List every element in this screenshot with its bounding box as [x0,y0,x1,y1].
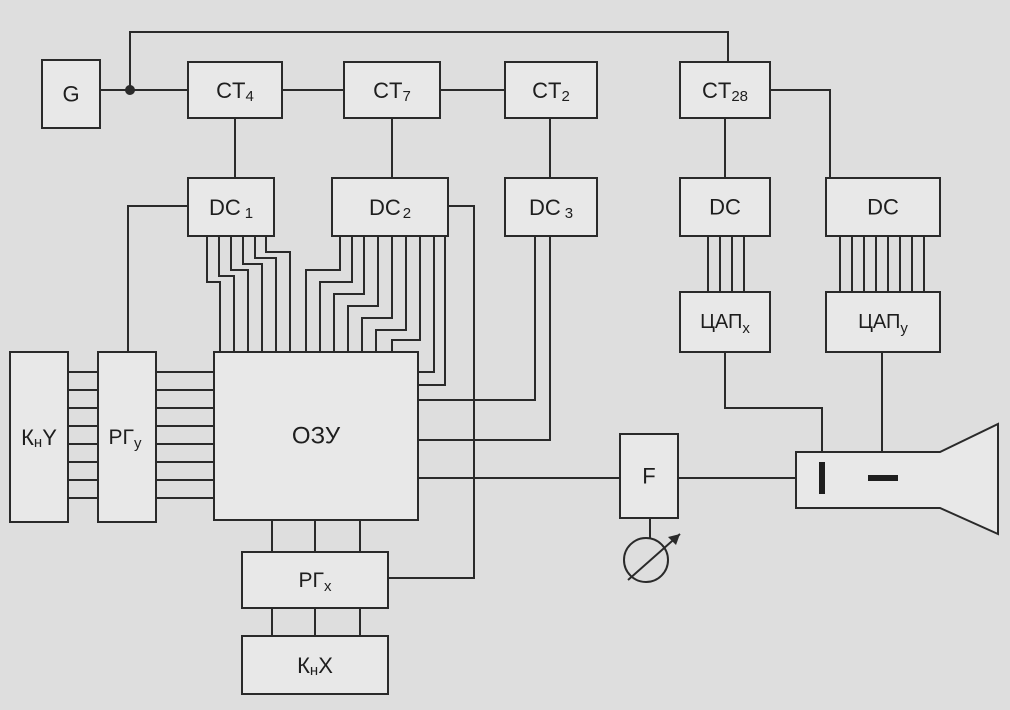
kny-tail: Y [42,425,57,450]
ct2-label: CT [532,78,561,103]
dacy-label: ЦАП [858,311,900,333]
svg-text:CT2: CT2 [532,78,570,105]
wire-dc2-rgx [388,205,475,579]
rgx-label: РГ [299,569,324,592]
decoder-dcx-block: DC [679,177,771,237]
kny-subscript: н [34,434,42,451]
shaper-f-block: F [619,433,679,519]
svg-text:КнX: КнX [297,653,333,679]
dacx-label: ЦАП [700,311,742,333]
dcy-bus [839,236,925,292]
dac-x-block: ЦАПx [679,291,771,353]
svg-text:ЦАПx: ЦАПx [700,311,750,337]
dcx-label: DC [709,195,741,220]
svg-text:DC3: DC3 [529,195,573,222]
dc1-subscript: 1 [245,205,253,222]
ct28-subscript: 28 [731,88,748,105]
dc3-subscript: 3 [565,205,573,222]
dcy-label: DC [867,195,899,220]
f-label: F [642,464,655,489]
kny-label: К [21,425,34,450]
wire-dc1-rgy [127,205,188,352]
svg-text:CT28: CT28 [702,78,748,105]
wire-dc2-ram-b [418,236,446,386]
counter-ct28-block: CT28 [679,61,771,119]
rgy-bus [156,371,214,499]
dc2-label: DC [369,195,401,220]
svg-text:CT4: CT4 [216,78,254,105]
wire-ct28-dcy [770,89,831,178]
dacy-subscript: y [900,320,908,337]
counter-ct7-block: CT7 [343,61,441,119]
keyboard-x-block: КнX [241,635,389,695]
ct4-label: CT [216,78,245,103]
svg-text:РГx: РГx [299,569,332,595]
ct28-label: CT [702,78,731,103]
wire-dc3-ram-b [418,236,551,441]
ram-label: ОЗУ [292,423,341,450]
knx-label: К [297,653,310,678]
dc1-bus [206,236,291,352]
kny-bus [68,371,98,499]
wire-dc2-ram-a [418,236,435,373]
dc2-subscript: 2 [403,205,411,222]
dacx-subscript: x [742,320,750,337]
ram-block: ОЗУ [213,351,419,521]
generator-label: G [62,82,79,107]
knx-tail: X [318,653,333,678]
ram-rgx-bus [271,520,361,552]
dc2-bus [305,236,421,352]
ct7-label: CT [373,78,402,103]
adjust-knob-icon [623,533,681,583]
keyboard-y-block: КнY [9,351,69,523]
svg-text:РГy: РГy [109,426,142,452]
rgy-subscript: y [134,435,142,452]
svg-text:КнY: КнY [21,425,57,451]
generator-block: G [41,59,101,129]
rgx-subscript: x [324,578,332,595]
register-y-block: РГy [97,351,157,523]
crt-tube-icon [795,422,999,536]
counter-ct4-block: CT4 [187,61,283,119]
svg-text:DC1: DC1 [209,195,253,222]
rgx-knx-bus [271,608,361,636]
knx-subscript: н [310,662,318,679]
dc1-label: DC [209,195,241,220]
dcx-bus [707,236,745,292]
register-x-block: РГx [241,551,389,609]
wire-dacx-crt [724,352,823,452]
ct7-subscript: 7 [402,88,410,105]
decoder-dcy-block: DC [825,177,941,237]
top-bus-wire [129,31,729,90]
wires [68,31,925,636]
svg-text:DC2: DC2 [369,195,411,222]
dac-y-block: ЦАПy [825,291,941,353]
dc3-label: DC [529,195,561,220]
ct2-subscript: 2 [561,88,569,105]
svg-text:CT7: CT7 [373,78,411,105]
counter-ct2-block: CT2 [504,61,598,119]
rgy-label: РГ [109,426,134,449]
svg-text:ЦАПy: ЦАПy [858,311,908,337]
wire-dc3-ram-a [418,236,536,401]
ct4-subscript: 4 [245,88,253,105]
